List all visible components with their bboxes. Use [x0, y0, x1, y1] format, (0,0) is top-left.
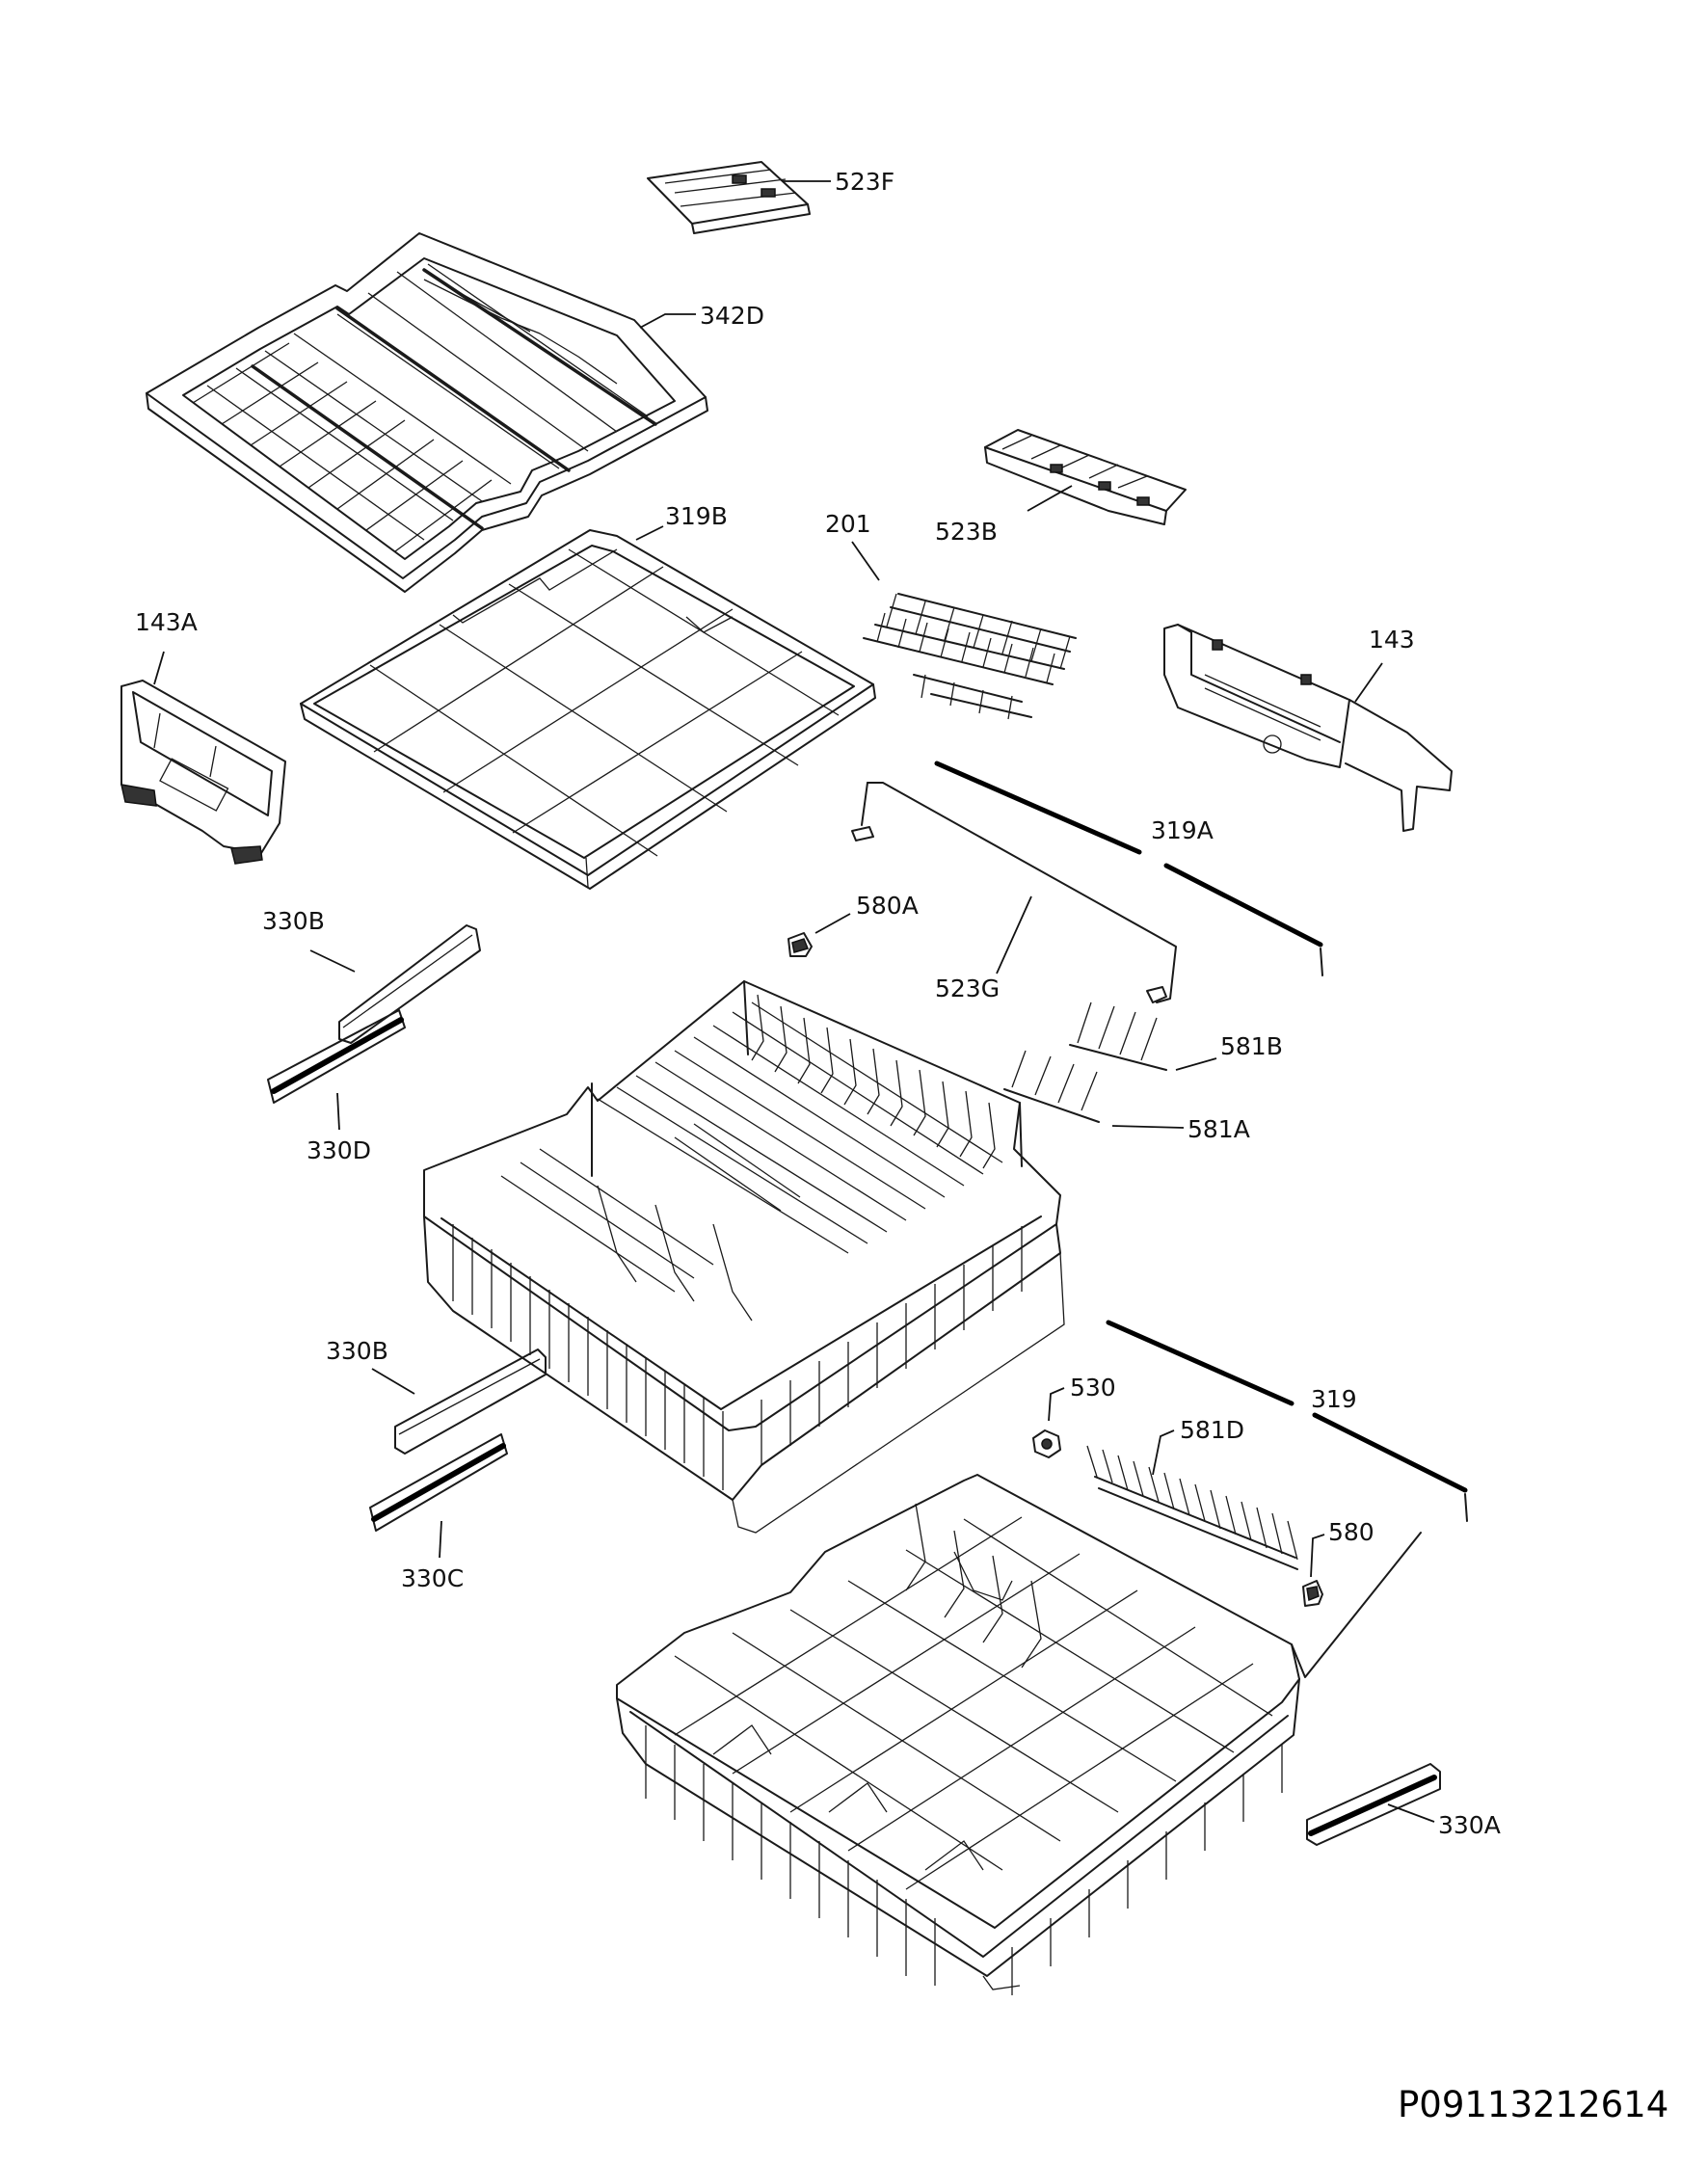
part-342D-cutlery-tray[interactable] — [146, 232, 708, 593]
part-330A[interactable] — [1306, 1763, 1441, 1846]
part-201-tines[interactable] — [863, 593, 1077, 720]
part-330B-mid[interactable] — [394, 1349, 547, 1455]
label-319: 319 — [1311, 1385, 1357, 1413]
label-201: 201 — [825, 510, 871, 538]
leader-581B — [1175, 1057, 1217, 1071]
leader-330B-mid — [371, 1368, 415, 1395]
part-581B-tines[interactable] — [1069, 1001, 1167, 1071]
label-319A: 319A — [1151, 816, 1214, 844]
part-330D[interactable] — [267, 1009, 406, 1104]
part-319B-frame[interactable] — [300, 529, 876, 890]
part-143A-end-cap[interactable] — [120, 680, 286, 865]
leader-319B — [635, 525, 664, 541]
part-upper-basket[interactable] — [423, 980, 1065, 1534]
leader-530 — [1048, 1387, 1065, 1422]
part-143-rail[interactable] — [1163, 624, 1453, 832]
leader-201 — [851, 541, 880, 581]
leader-143A — [153, 651, 165, 685]
leader-580 — [1310, 1534, 1325, 1578]
part-523B[interactable] — [984, 429, 1187, 525]
label-330C: 330C — [401, 1564, 464, 1592]
leader-330C — [439, 1520, 442, 1559]
label-143: 143 — [1369, 626, 1415, 654]
label-523B: 523B — [935, 518, 998, 546]
part-581D-comb[interactable] — [1086, 1445, 1298, 1570]
diagram-code: P09113212614 — [1398, 2084, 1668, 2125]
leader-581A — [1111, 1125, 1185, 1129]
label-523G: 523G — [935, 975, 1000, 1002]
leader-330D — [336, 1092, 340, 1131]
label-581A: 581A — [1188, 1115, 1250, 1143]
part-319A-strip[interactable] — [934, 761, 1323, 976]
part-581A-tines[interactable] — [1003, 1050, 1100, 1123]
leader-523G — [996, 895, 1032, 975]
part-319-strip[interactable] — [1106, 1320, 1468, 1522]
label-330B-mid: 330B — [326, 1337, 388, 1365]
leader-581D — [1152, 1429, 1175, 1476]
leader-580A — [814, 913, 851, 934]
part-330B-top[interactable] — [338, 924, 481, 1044]
label-342D: 342D — [700, 302, 764, 330]
label-580A: 580A — [856, 892, 919, 920]
leader-523B — [1027, 485, 1073, 512]
label-319B: 319B — [665, 502, 728, 530]
label-580: 580 — [1328, 1518, 1374, 1546]
part-523F[interactable] — [647, 161, 811, 234]
part-580A-clip[interactable] — [787, 932, 813, 957]
label-523F: 523F — [835, 168, 894, 196]
leader-330B-top — [309, 949, 356, 973]
label-330D: 330D — [307, 1136, 371, 1164]
label-330B-top: 330B — [262, 907, 325, 935]
label-530: 530 — [1070, 1374, 1116, 1402]
leader-342D — [639, 313, 696, 329]
leader-143 — [1354, 662, 1383, 703]
part-lower-basket[interactable] — [616, 1474, 1422, 1995]
part-530-nut[interactable] — [1032, 1429, 1061, 1458]
label-581D: 581D — [1180, 1416, 1244, 1444]
part-330C[interactable] — [369, 1433, 508, 1532]
label-143A: 143A — [135, 608, 198, 636]
label-330A: 330A — [1438, 1811, 1501, 1839]
part-580-clip[interactable] — [1302, 1580, 1323, 1607]
label-581B: 581B — [1220, 1032, 1283, 1060]
leader-330A — [1387, 1803, 1435, 1823]
part-523G-rod[interactable] — [851, 782, 1177, 1003]
